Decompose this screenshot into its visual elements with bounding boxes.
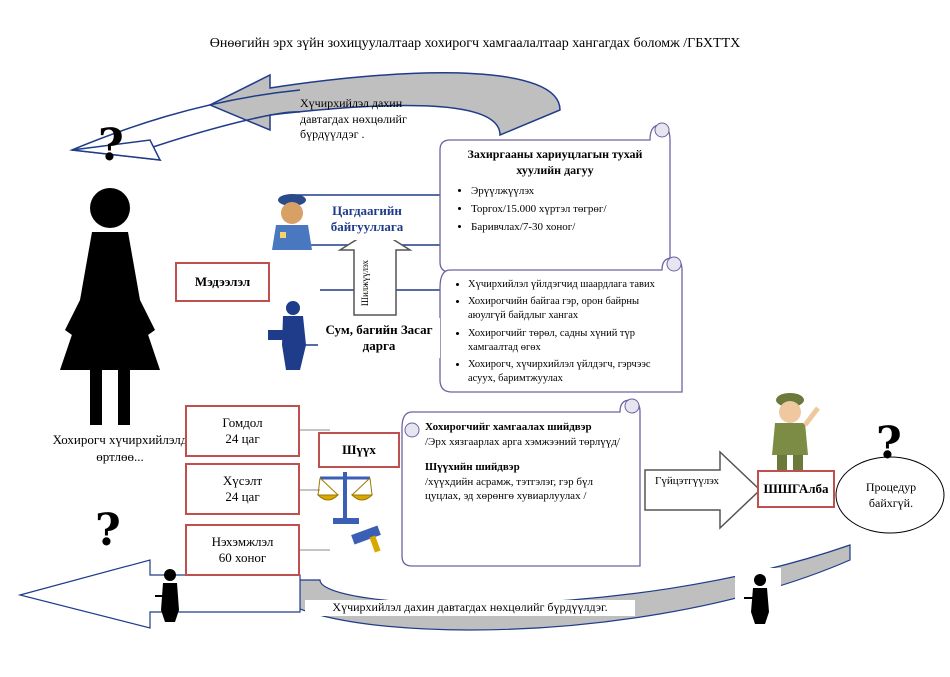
victim-label: Хохирогч хүчирхийлэлд өртлөө... <box>52 432 188 464</box>
list-item: Хохирогчийг төрөл, садны хүний түр хамга… <box>468 327 674 355</box>
list-item: Эрүүлжүүлэх <box>471 184 655 199</box>
silhouette-left <box>155 569 179 622</box>
complaint-label: Гомдол <box>222 414 263 430</box>
shshg-label: ШШГАлба <box>763 480 829 496</box>
shshg-box: ШШГАлба <box>757 470 835 508</box>
question-mark-right: ? <box>876 418 902 469</box>
complaint-time: 24 цаг <box>225 431 260 446</box>
complaint-box: Гомдол 24 цаг <box>185 405 300 457</box>
scroll-court-decision-title: Шүүхийн шийдвэр <box>425 460 520 473</box>
governor-box: Сум, багийн Засаг дарга <box>318 318 440 358</box>
request-box: Хүсэлт 24 цаг <box>185 463 300 515</box>
list-item: Баривчлах/7-30 хоног/ <box>471 220 655 235</box>
enforce-right-arrow <box>644 450 762 530</box>
court-label: Шүүх <box>342 441 376 457</box>
list-item: Торгох/15.000 хүртэл төгрөг/ <box>471 202 655 217</box>
claim-box: Нэхэмжлэл 60 хоног <box>185 524 300 576</box>
enforce-label: Гүйцэтгүүлэх <box>655 475 719 487</box>
scroll-admin-list: Эрүүлжүүлэх Торгох/15.000 хүртэл төгрөг/… <box>455 184 655 235</box>
top-arrowhead <box>71 139 162 161</box>
question-mark-top: ? <box>98 120 124 171</box>
woman-figure <box>60 188 160 425</box>
scroll-court-title: Хохирогчийг хамгаалах шийдвэр <box>425 421 592 433</box>
top-cycle-arrow <box>208 72 561 137</box>
transfer-label: Шилжүүлэх <box>360 260 370 307</box>
list-item: Хохирогчийн байгаа гэр, орон байрны аюул… <box>468 295 674 323</box>
scroll-court-decision-text: /хүүхдийн асрамж, тэтгэлэг, гэр бүл цуцл… <box>425 475 593 503</box>
bottom-arrowhead <box>17 559 301 629</box>
question-mark-bottom: ? <box>95 505 121 556</box>
info-box: Мэдээлэл <box>175 262 270 302</box>
bottom-cycle-note: Хүчирхийлэл дахин давтагдах нөхцөлийг бү… <box>305 600 635 616</box>
no-procedure-label: Процедур байхгүй. <box>865 480 917 510</box>
soldier-icon <box>772 393 820 471</box>
request-time: 24 цаг <box>225 489 260 504</box>
scroll-admin-title: Захиргааны хариуцлагын тухай хуулийн даг… <box>467 147 643 178</box>
scroll-court: Хохирогчийг хамгаалах шийдвэр /Эрх хязга… <box>425 420 630 504</box>
scroll-governor-list: Хүчирхийлэл үйлдэгчид шаардлага тавих Хо… <box>452 278 674 386</box>
info-label: Мэдээлэл <box>194 273 251 289</box>
request-label: Хүсэлт <box>222 472 263 488</box>
list-item: Хүчирхийлэл үйлдэгчид шаардлага тавих <box>468 278 674 292</box>
scroll-governor: Хүчирхийлэл үйлдэгчид шаардлага тавих Хо… <box>452 278 674 389</box>
claim-time: 60 хоног <box>218 550 267 565</box>
police-officer-icon <box>272 194 312 250</box>
page-title: Өнөөгийн эрх зүйн зохицуулалтаар хохирог… <box>209 36 741 51</box>
governor-label: Сум, багийн Засаг дарга <box>325 322 433 353</box>
court-box: Шүүх <box>318 432 400 468</box>
scroll-admin: Захиргааны хариуцлагын тухай хуулийн даг… <box>455 146 655 238</box>
police-box: Цагдаагийн байгууллага <box>318 198 416 240</box>
list-item: Хохирогч, хүчирхийлэл үйлдэгч, гэрчээс а… <box>468 358 674 386</box>
police-label: Цагдаагийн байгууллага <box>330 203 404 234</box>
no-procedure-oval <box>835 456 945 534</box>
top-cycle-note: Хүчирхийлэл дахин давтагдах нөхцөлийг бү… <box>300 96 407 142</box>
scroll-court-subtitle: /Эрх хязгаарлах арга хэмжээний төрлүүд/ <box>425 435 620 448</box>
scales-icon <box>316 472 381 553</box>
transfer-up-arrow <box>337 227 413 316</box>
claim-label: Нэхэмжлэл <box>211 533 274 549</box>
governor-icon <box>268 301 306 370</box>
silhouette-right <box>735 568 781 628</box>
